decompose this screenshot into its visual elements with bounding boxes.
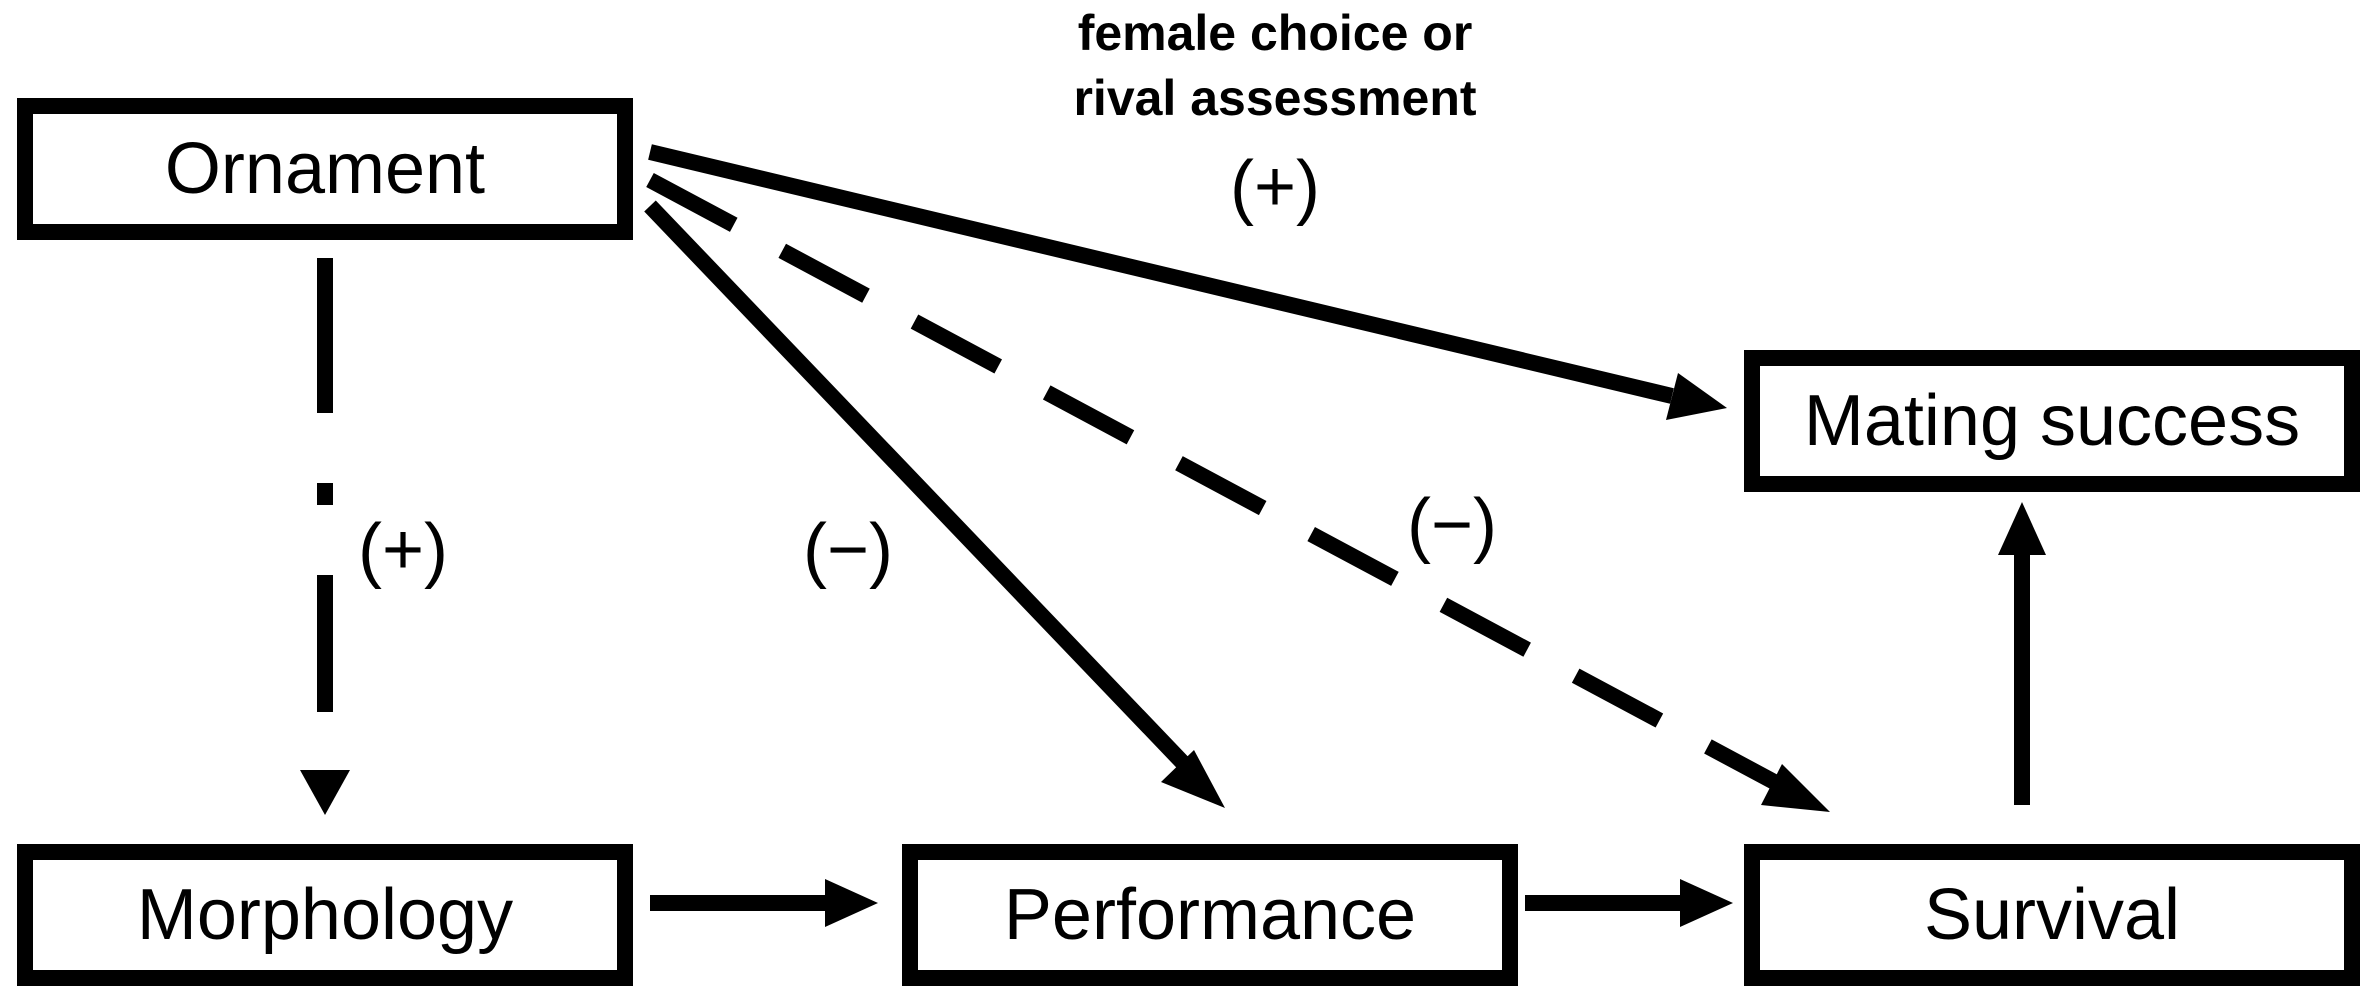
- edge-morphology-performance: [650, 879, 878, 927]
- annotation-line-1: female choice or: [1078, 5, 1473, 61]
- edge-ornament-performance-arrowhead: [1161, 750, 1225, 808]
- edge-ornament-survival-arrowhead: [1761, 764, 1830, 812]
- edge-morphology-performance-arrowhead: [825, 879, 878, 927]
- edge-ornament-survival: [646, 172, 1830, 812]
- label-ornament-morphology-sign: (+): [358, 510, 448, 590]
- edge-ornament-morphology-arrowhead: [300, 770, 350, 815]
- annotation-line-2: rival assessment: [1073, 70, 1476, 126]
- node-morphology-label: Morphology: [137, 875, 513, 955]
- edge-ornament-mating: [648, 144, 1727, 420]
- edge-ornament-mating-line: [648, 144, 1674, 404]
- node-mating-success-box: [1744, 350, 2360, 492]
- node-survival-label: Survival: [1924, 875, 2180, 955]
- label-ornament-survival-sign: (−): [1407, 485, 1497, 565]
- node-ornament-box: [17, 98, 633, 240]
- edge-survival-mating: [1998, 502, 2046, 805]
- node-survival-box: [1744, 844, 2360, 986]
- edge-ornament-morphology: [300, 258, 350, 815]
- node-morphology: Morphology: [17, 844, 633, 986]
- edge-ornament-performance-line: [644, 200, 1191, 771]
- node-mating-success: Mating success: [1744, 350, 2360, 492]
- node-survival: Survival: [1744, 844, 2360, 986]
- node-mating-success-label: Mating success: [1804, 381, 2300, 461]
- node-ornament-label: Ornament: [165, 129, 485, 209]
- label-ornament-mating-sign: (+): [1230, 147, 1320, 227]
- node-performance-box: [902, 844, 1518, 986]
- node-performance-label: Performance: [1004, 875, 1416, 955]
- node-morphology-box: [17, 844, 633, 986]
- edge-survival-mating-arrowhead: [1998, 502, 2046, 555]
- edge-performance-survival: [1525, 879, 1733, 927]
- edge-performance-survival-arrowhead: [1680, 879, 1733, 927]
- node-ornament: Ornament: [17, 98, 633, 240]
- label-ornament-performance-sign: (−): [803, 510, 893, 590]
- edge-ornament-survival-line: [646, 172, 1782, 792]
- edge-ornament-performance: [644, 200, 1225, 808]
- node-performance: Performance: [902, 844, 1518, 986]
- edge-ornament-mating-arrowhead: [1666, 373, 1727, 420]
